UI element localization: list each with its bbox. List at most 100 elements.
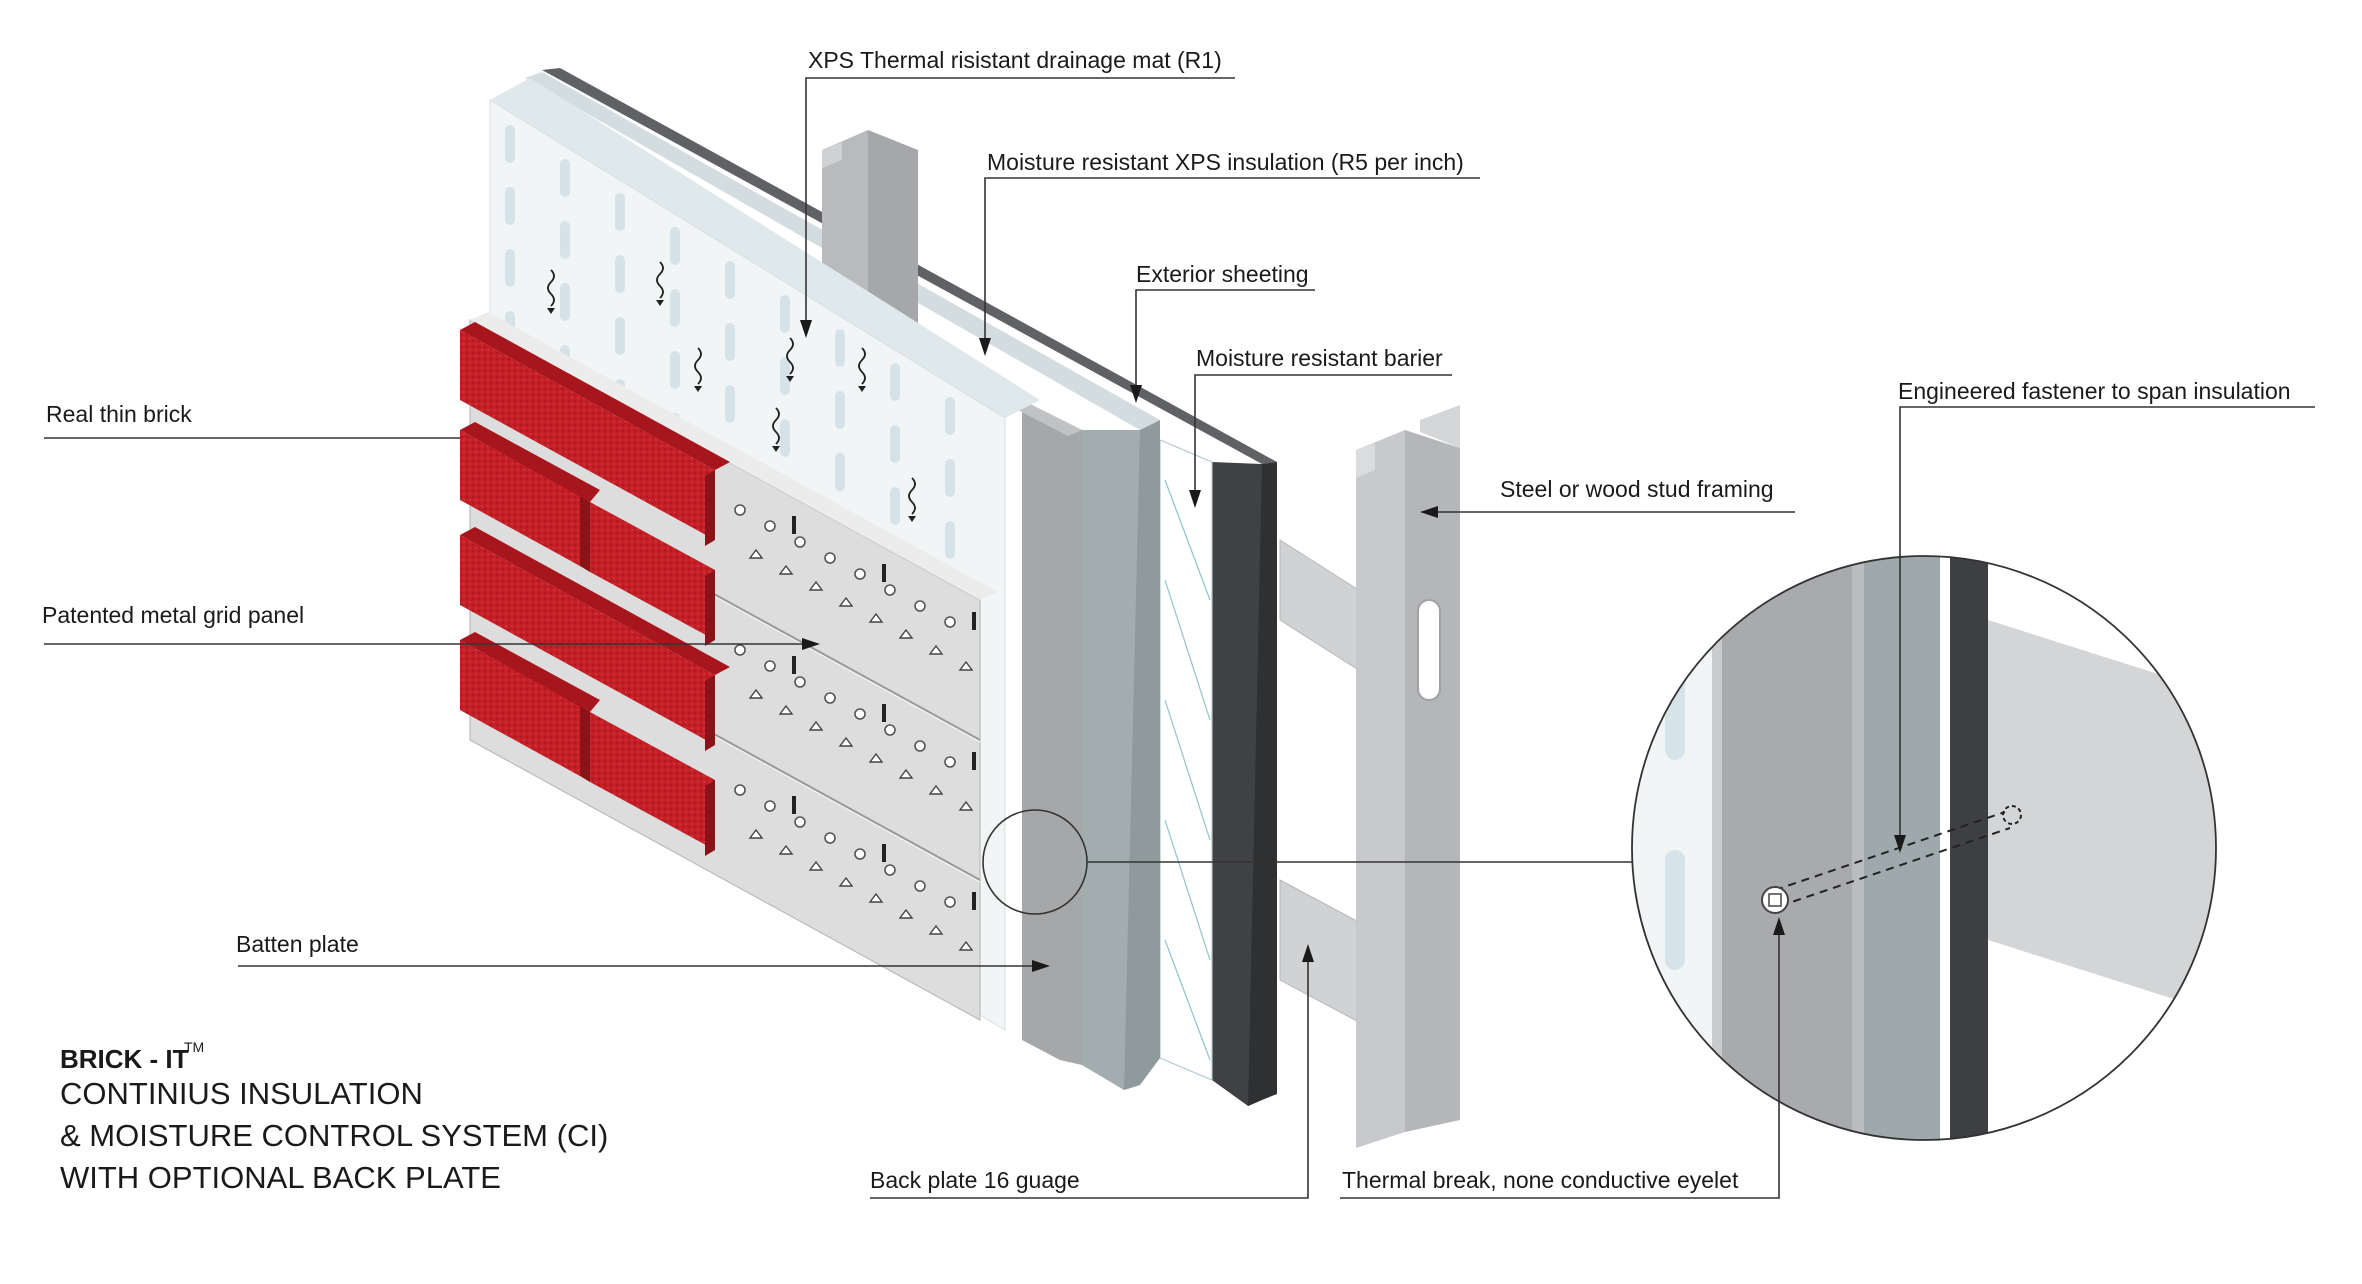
label-back-plate: Back plate 16 guage xyxy=(870,1167,1080,1193)
title-line-1: CONTINIUS INSULATION xyxy=(60,1076,423,1111)
label-exterior-sheeting: Exterior sheeting xyxy=(1136,261,1309,287)
brand-name: BRICK - IT xyxy=(60,1044,189,1074)
drainage-slot xyxy=(890,425,900,463)
flow-arrow-icon xyxy=(908,516,916,522)
title-line-2: & MOISTURE CONTROL SYSTEM (CI) xyxy=(60,1118,608,1153)
grid-tab xyxy=(748,688,764,699)
drainage-slot xyxy=(670,227,680,265)
drainage-slot xyxy=(835,453,845,491)
grid-tab xyxy=(748,828,764,839)
grid-tab xyxy=(928,924,944,935)
label-engineered-fastener: Engineered fastener to span insulation xyxy=(1898,378,2291,404)
grid-tab xyxy=(838,876,854,887)
drainage-slot xyxy=(725,261,735,299)
wall-assembly xyxy=(460,68,1460,1148)
flow-arrow-icon xyxy=(694,386,702,392)
grid-hole xyxy=(884,724,896,736)
grid-panel-tabs xyxy=(734,504,976,951)
label-thermal-break: Thermal break, none conductive eyelet xyxy=(1342,1167,1739,1193)
grid-tab xyxy=(778,564,794,575)
leader-lines xyxy=(44,77,2315,1199)
drainage-slot xyxy=(560,159,570,197)
drainage-slot xyxy=(945,521,955,559)
label-stud-framing: Steel or wood stud framing xyxy=(1500,476,1774,502)
drainage-slot xyxy=(945,459,955,497)
grid-hole xyxy=(854,708,866,720)
flow-arrow-icon xyxy=(656,300,664,306)
grid-tab xyxy=(868,612,884,623)
brick-4 xyxy=(460,535,715,745)
grid-slot xyxy=(882,844,886,862)
grid-tab xyxy=(808,580,824,591)
brick-6 xyxy=(590,712,715,850)
grid-hole xyxy=(734,644,746,656)
drainage-slot xyxy=(505,187,515,225)
back-plate xyxy=(1010,400,1082,1065)
trademark: TM xyxy=(184,1039,204,1055)
flow-squiggle-icon xyxy=(547,269,555,307)
grid-tab xyxy=(958,660,974,671)
drainage-slot xyxy=(560,221,570,259)
grid-hole xyxy=(794,536,806,548)
drainage-slot xyxy=(945,397,955,435)
grid-tab xyxy=(958,940,974,951)
drainage-slot xyxy=(835,329,845,367)
flow-squiggle-icon xyxy=(858,347,866,385)
drainage-slot xyxy=(615,255,625,293)
title-block: BRICK - IT TM CONTINIUS INSULATION & MOI… xyxy=(60,1039,608,1195)
grid-hole xyxy=(914,740,926,752)
drainage-slot xyxy=(890,363,900,401)
grid-hole xyxy=(764,800,776,812)
flow-squiggle-icon xyxy=(656,261,664,299)
grid-slot xyxy=(882,564,886,582)
grid-slot xyxy=(792,516,796,534)
grid-hole xyxy=(824,692,836,704)
grid-slot xyxy=(972,612,976,630)
flow-arrow-icon xyxy=(858,386,866,392)
grid-tab xyxy=(958,800,974,811)
thin-bricks xyxy=(460,322,730,856)
drainage-slot xyxy=(835,391,845,429)
grid-hole xyxy=(884,584,896,596)
label-moisture-barrier: Moisture resistant barier xyxy=(1196,345,1443,371)
grid-slot xyxy=(972,752,976,770)
grid-hole xyxy=(734,784,746,796)
drainage-slot xyxy=(725,323,735,361)
drainage-slot xyxy=(560,283,570,321)
title-line-3: WITH OPTIONAL BACK PLATE xyxy=(60,1160,501,1195)
flow-arrow-icon xyxy=(547,308,555,314)
grid-hole xyxy=(854,568,866,580)
flow-squiggle-icon xyxy=(908,477,916,515)
magnified-detail xyxy=(1087,555,2217,1141)
metal-grid-panels xyxy=(469,312,998,1022)
label-metal-grid-panel: Patented metal grid panel xyxy=(42,602,304,628)
grid-tab xyxy=(898,908,914,919)
grid-slot xyxy=(792,656,796,674)
flow-squiggle-icon xyxy=(772,407,780,445)
grid-slot xyxy=(972,892,976,910)
steel-stud-front xyxy=(1279,405,1460,1148)
brick-2 xyxy=(460,430,580,566)
grid-hole xyxy=(944,616,956,628)
label-batten-plate: Batten plate xyxy=(236,931,359,957)
flow-squiggle-icon xyxy=(786,337,794,375)
flow-squiggle-icon xyxy=(694,347,702,385)
grid-tab xyxy=(928,784,944,795)
flow-arrow-icon xyxy=(772,446,780,452)
drainage-slot xyxy=(725,385,735,423)
grid-hole xyxy=(734,504,746,516)
brick-5 xyxy=(460,640,580,776)
label-xps-insulation: Moisture resistant XPS insulation (R5 pe… xyxy=(987,149,1464,175)
grid-hole xyxy=(824,552,836,564)
grid-hole xyxy=(914,880,926,892)
drainage-slot xyxy=(505,125,515,163)
grid-tab xyxy=(778,844,794,855)
label-real-thin-brick: Real thin brick xyxy=(46,401,192,427)
drainage-slot xyxy=(670,289,680,327)
grid-tab xyxy=(898,628,914,639)
flow-arrow-icon xyxy=(786,376,794,382)
drainage-slot xyxy=(780,419,790,457)
drainage-slot xyxy=(780,295,790,333)
grid-hole xyxy=(884,864,896,876)
grid-tab xyxy=(838,596,854,607)
